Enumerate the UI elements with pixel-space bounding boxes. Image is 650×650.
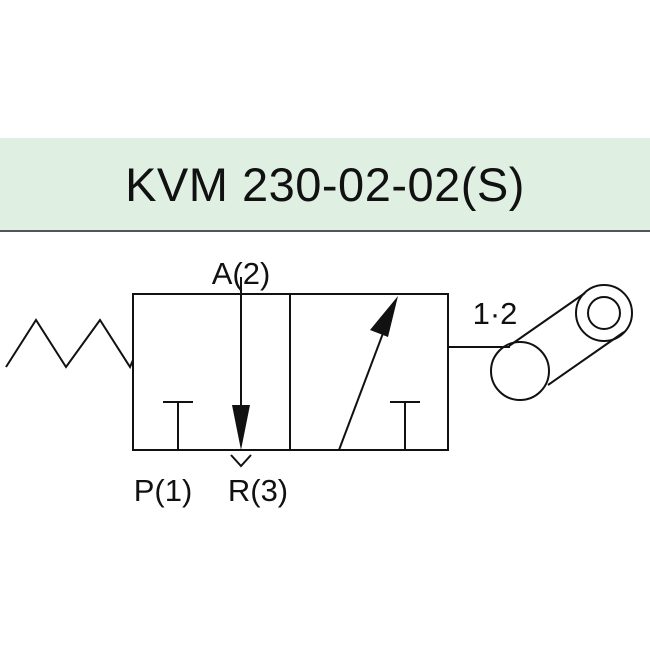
flow-arrow-p-to-a — [338, 296, 398, 451]
port-label-p: P(1) — [134, 473, 193, 508]
port-label-a: A(2) — [212, 256, 271, 291]
blocked-port-right — [390, 401, 420, 450]
title-band: KVM 230-02-02(S) — [0, 138, 650, 232]
port-label-r: R(3) — [228, 473, 288, 508]
roller-lever-actuator-icon — [448, 284, 633, 401]
spring-return-icon — [5, 318, 134, 370]
blocked-port-p-left — [163, 401, 193, 450]
exhaust-triangle-icon — [230, 454, 252, 468]
model-title: KVM 230-02-02(S) — [125, 157, 525, 211]
flow-arrow-a-to-r — [232, 277, 250, 450]
position-label: 1·2 — [473, 296, 518, 331]
